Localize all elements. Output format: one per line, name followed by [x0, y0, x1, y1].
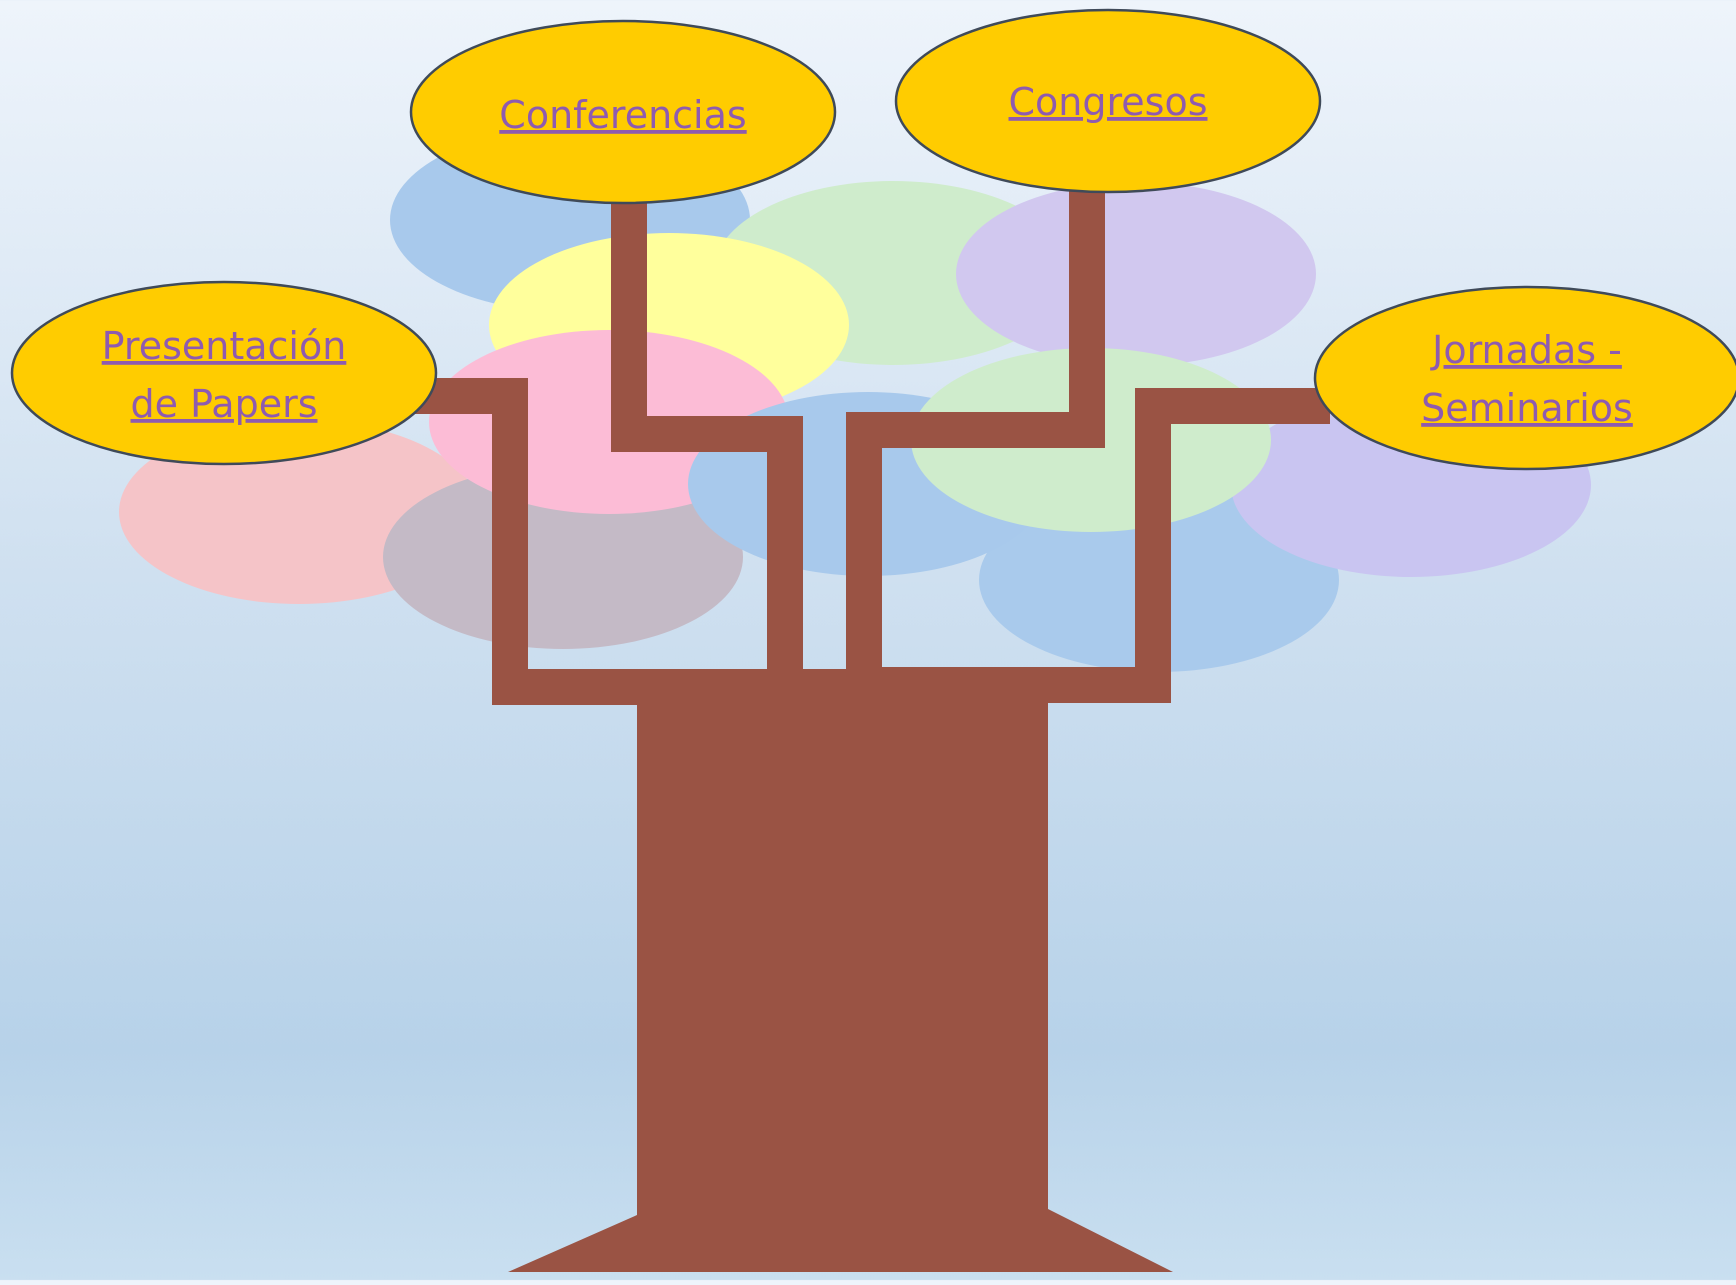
node-label-line1: Presentación [102, 324, 347, 368]
node-presentacion-de-papers[interactable]: Presentación de Papers [10, 280, 438, 466]
node-jornadas-seminarios[interactable]: Jornadas - Seminarios [1313, 285, 1736, 471]
branch-congresos [846, 190, 1105, 685]
node-label-line1: Jornadas - [1430, 328, 1622, 372]
tree-branches [415, 190, 1330, 705]
node-conferencias[interactable]: Conferencias [409, 19, 837, 205]
node-label-line2: de Papers [131, 382, 318, 426]
node-label-line2: Seminarios [1421, 386, 1633, 430]
node-ellipse [10, 280, 438, 466]
canopy-blob [956, 182, 1316, 366]
node-congresos[interactable]: Congresos [894, 8, 1322, 194]
node-label: Conferencias [499, 93, 746, 137]
tree-trunk [508, 703, 1173, 1272]
node-ellipse [1313, 285, 1736, 471]
node-ellipse [894, 8, 1322, 194]
branch-papers [415, 378, 1040, 705]
branch-jornadas [870, 388, 1330, 703]
node-label: Congresos [1009, 80, 1208, 124]
node-ellipse [409, 19, 837, 205]
branch-conferencias [611, 200, 803, 685]
